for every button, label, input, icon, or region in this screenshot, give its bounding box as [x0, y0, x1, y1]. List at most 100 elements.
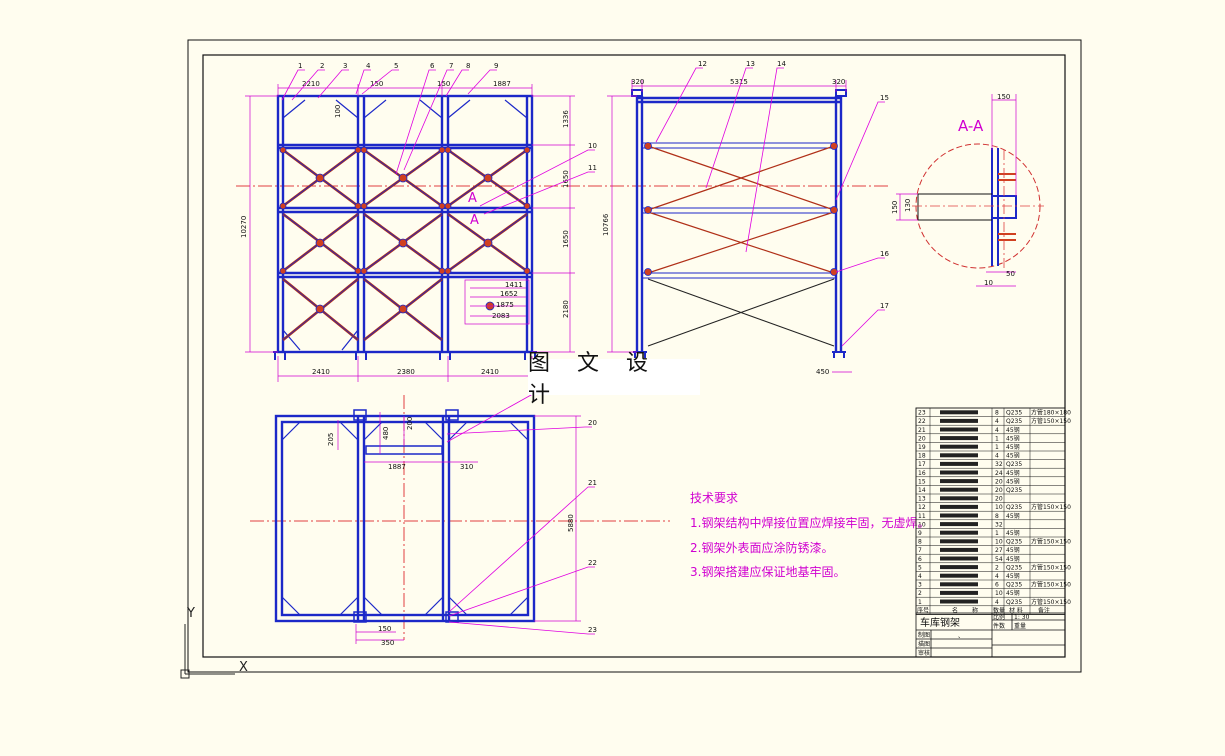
front-dim-height: 10270: [240, 216, 248, 238]
side-dim-height: 10766: [602, 213, 610, 236]
section-title: A-A: [958, 117, 984, 135]
bom-cell-qty: 1: [995, 444, 999, 451]
bom-cell-no: 16: [918, 470, 926, 477]
bom-name-text: [940, 427, 978, 432]
title-block-row-drawn: 制图: [918, 631, 930, 639]
balloon-21: 21: [588, 479, 597, 487]
title-block-weight-label: 重量: [1014, 622, 1026, 630]
balloon-6: 6: [430, 62, 435, 70]
bom-cell-qty: 4: [995, 427, 999, 434]
bom-header-code: 称: [972, 606, 978, 614]
plan-dim-480: 480: [382, 427, 390, 440]
ucs-y-label: Y: [186, 606, 195, 621]
plan-dim-310: 310: [460, 463, 473, 471]
bom-cell-no: 2: [918, 590, 922, 597]
title-block-scale: 1: 30: [1014, 614, 1030, 621]
bom-name-text: [940, 479, 978, 484]
bom-name-text: [940, 539, 978, 544]
balloon-5: 5: [394, 62, 398, 70]
bom-cell-no: 11: [918, 513, 926, 520]
bom-header-mat: 材 料: [1009, 606, 1023, 614]
plan-dim-1887: 1887: [388, 463, 406, 471]
bom-cell-qty: 10: [995, 539, 1003, 546]
front-dim-right-4: 2180: [562, 300, 570, 318]
bom-name-text: [940, 470, 978, 475]
balloon-15: 15: [880, 94, 889, 102]
front-detail-dim-1: 1411: [505, 281, 523, 289]
bom-header-note: 备注: [1038, 606, 1050, 614]
plan-dim-150: 150: [378, 625, 391, 633]
bom-name-text: [940, 444, 978, 449]
bom-cell-qty: 6: [995, 582, 999, 589]
bom-name-text: [940, 547, 978, 552]
bom-cell-mat: 45钢: [1006, 443, 1020, 451]
bom-name-text: [940, 599, 978, 604]
bom-cell-qty: 10: [995, 590, 1003, 597]
bom-cell-note: 方管150×150: [1031, 417, 1071, 425]
bom-name-text: [940, 565, 978, 570]
bom-cell-note: 方管150×150: [1031, 503, 1071, 511]
section-mark-a-bottom: A: [470, 213, 479, 228]
title-block-row-traced: 描图: [918, 640, 930, 648]
balloon-7: 7: [449, 62, 453, 70]
title-block-slash: 、: [958, 633, 964, 640]
bom-cell-no: 23: [918, 410, 926, 417]
bom-cell-no: 19: [918, 444, 926, 451]
bom-cell-no: 12: [918, 504, 926, 511]
bom-name-text: [940, 461, 978, 466]
bom-cell-qty: 20: [995, 478, 1003, 485]
bom-cell-mat: 45钢: [1006, 477, 1020, 485]
tech-note-1: 1.钢架结构中焊接位置应焊接牢固，无虚焊。: [690, 515, 929, 530]
bom-cell-note: 方管150×150: [1031, 581, 1071, 589]
side-view: 320 5315 320 10766 450: [602, 78, 852, 376]
ucs-x-label: X: [239, 660, 248, 675]
balloon-3: 3: [343, 62, 347, 70]
balloon-11: 11: [588, 164, 597, 172]
front-dim-right-2: 1650: [562, 170, 570, 188]
bom-name-text: [940, 496, 978, 501]
bom-name-text: [940, 522, 978, 527]
bom-cell-mat: Q235: [1006, 582, 1022, 589]
front-dim-right-3: 1650: [562, 230, 570, 248]
sheet-inner-border: [202, 54, 1066, 658]
bom-cell-mat: Q235: [1006, 418, 1022, 425]
bom-cell-mat: 45钢: [1006, 529, 1020, 537]
bom-cell-note: 方管150×150: [1031, 563, 1071, 571]
bom-cell-qty: 27: [995, 547, 1003, 554]
bom-cell-qty: 54: [995, 556, 1003, 563]
watermark: 图 文 设 计: [528, 351, 700, 408]
ucs-icon: Y X: [180, 606, 248, 679]
bom-cell-note: 方管180×180: [1031, 409, 1071, 417]
bom-cell-qty: 4: [995, 453, 999, 460]
bom-cell-no: 10: [918, 521, 926, 528]
bom-name-text: [940, 418, 978, 423]
bom-cell-qty: 20: [995, 496, 1003, 503]
bom-cell-no: 5: [918, 564, 922, 571]
balloon-13: 13: [746, 60, 755, 68]
bom-cell-qty: 1: [995, 435, 999, 442]
front-dim-top-1: 2210: [302, 80, 320, 88]
bom-cell-mat: Q235: [1006, 599, 1022, 606]
bom-cell-no: 14: [918, 487, 926, 494]
balloon-17: 17: [880, 302, 889, 310]
balloon-22: 22: [588, 559, 597, 567]
bom-cell-no: 21: [918, 427, 926, 434]
tech-notes-title: 技术要求: [690, 491, 738, 505]
bom-cell-no: 1: [918, 599, 922, 606]
bom-name-text: [940, 513, 978, 518]
bom-cell-mat: Q235: [1006, 504, 1022, 511]
plan-dim-350: 350: [381, 639, 394, 647]
section-dim-50: 50: [1006, 270, 1015, 278]
balloon-12: 12: [698, 60, 707, 68]
bom-name-text: [940, 487, 978, 492]
bom-cell-mat: Q235: [1006, 410, 1022, 417]
sheet-outer-border: [187, 39, 1082, 673]
balloon-9: 9: [494, 62, 498, 70]
front-detail-dim-3: 1875: [496, 301, 514, 309]
bom-cell-no: 15: [918, 478, 926, 485]
plan-dim-200: 200: [406, 417, 414, 430]
side-dim-top-2: 5315: [730, 78, 748, 86]
balloon-14: 14: [777, 60, 786, 68]
